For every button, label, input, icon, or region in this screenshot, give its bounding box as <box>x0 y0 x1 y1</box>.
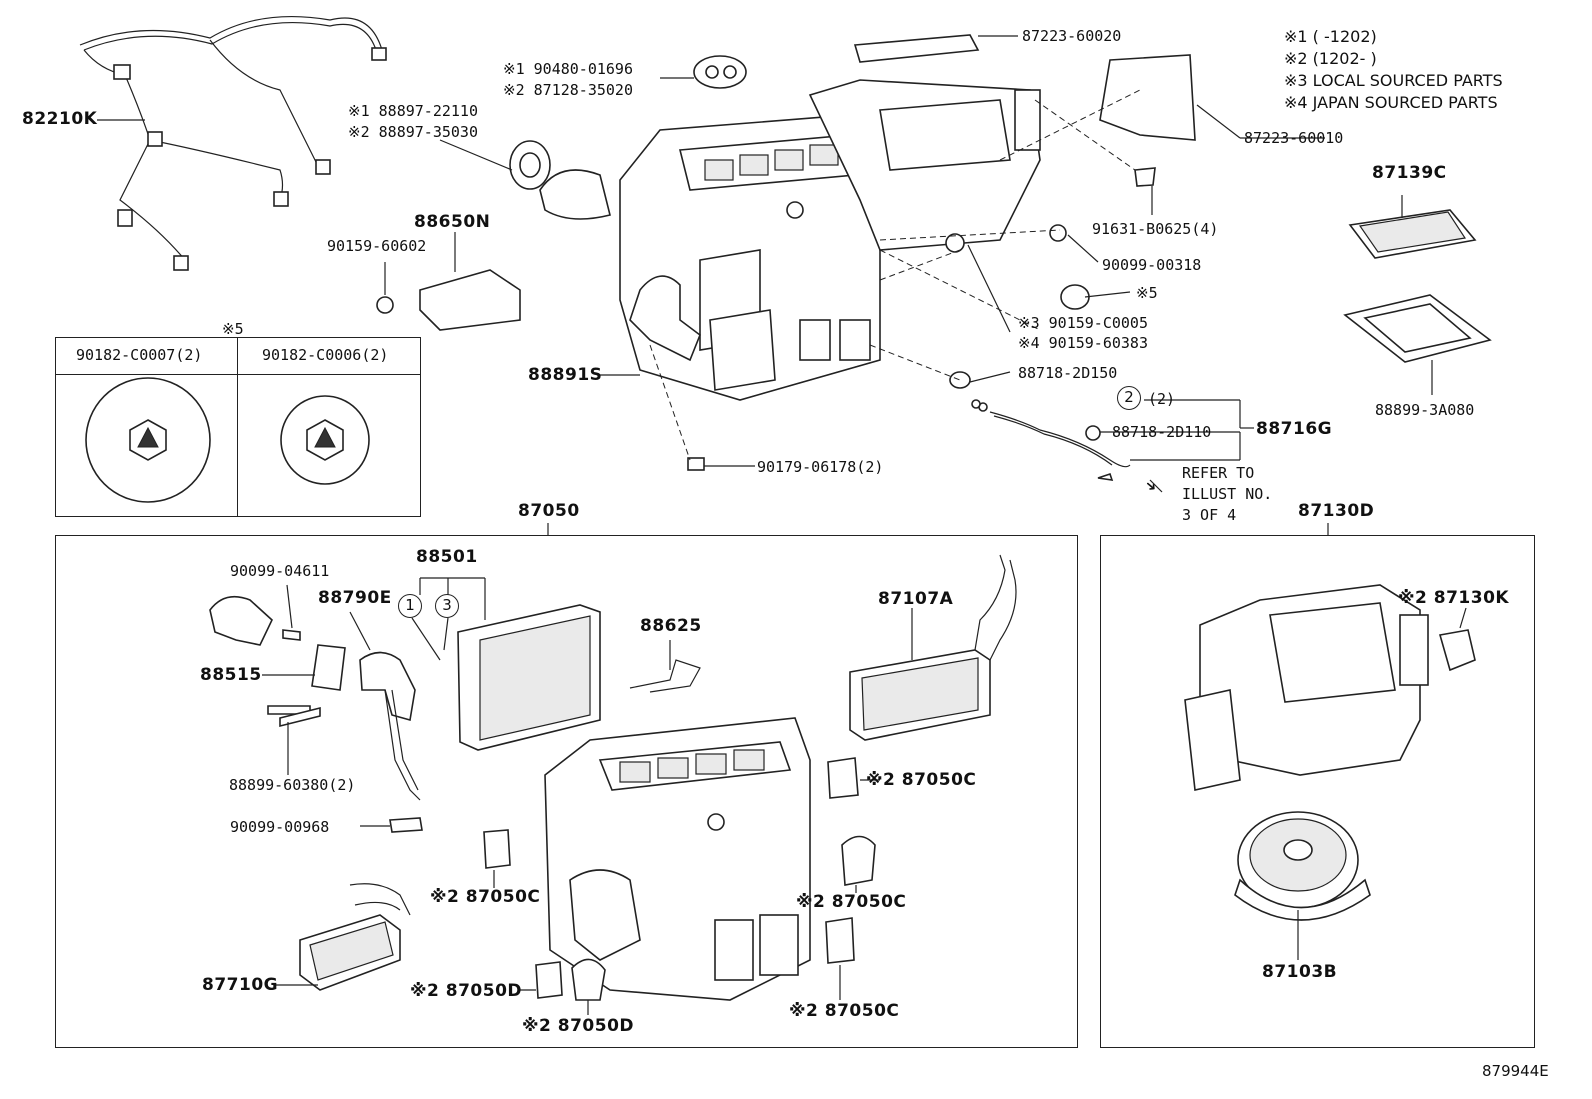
label-88515: 88515 <box>200 665 262 685</box>
label-88897-22110: ※1 88897-22110 <box>348 102 478 120</box>
label-90159-60383: ※4 90159-60383 <box>1018 334 1148 352</box>
label-88790e: 88790E <box>318 588 392 608</box>
label-88891s: 88891S <box>528 365 603 385</box>
main-assembly-box <box>55 535 1078 1048</box>
label-87130k: ※2 87130K <box>1398 588 1510 608</box>
assembly-dashed-lines <box>649 89 1141 461</box>
label-91631-b0625: 91631-B0625(4) <box>1092 220 1219 238</box>
legend-note-1: ※1 ( -1202) <box>1284 27 1377 46</box>
label-87050c-right-2: ※2 87050C <box>796 892 907 912</box>
leader-lines <box>97 35 1433 535</box>
label-87223-60020: 87223-60020 <box>1022 27 1122 45</box>
label-87107a: 87107A <box>878 589 954 609</box>
inset-nuts-box <box>55 337 421 517</box>
blower-box-artwork <box>1184 584 1476 960</box>
callout-circle-1: 1 <box>398 594 422 618</box>
label-circle2-qty: (2) <box>1148 390 1176 408</box>
label-87223-60010: 87223-60010 <box>1244 129 1344 147</box>
label-88718-2d110: 88718-2D110 <box>1112 423 1212 441</box>
label-88501: 88501 <box>416 547 478 567</box>
small-parts-top <box>376 55 1492 481</box>
label-88718-2d150: 88718-2D150 <box>1018 364 1118 382</box>
label-90159-60602: 90159-60602 <box>327 237 427 255</box>
label-87050d-a: ※2 87050D <box>410 981 523 1001</box>
label-88716g: 88716G <box>1256 419 1333 439</box>
callout-circle-3: 3 <box>435 594 459 618</box>
refer-text-3: 3 OF 4 <box>1182 506 1237 524</box>
blower-assembly-box <box>1100 535 1535 1048</box>
legend-note-3: ※3 LOCAL SOURCED PARTS <box>1284 71 1503 90</box>
label-87050c-right-3: ※2 87050C <box>789 1001 900 1021</box>
label-90099-00318: 90099-00318 <box>1102 256 1202 274</box>
label-star5: ※5 <box>1136 284 1158 302</box>
hvac-case-assembly <box>539 34 1196 401</box>
label-88899-60380: 88899-60380(2) <box>229 776 356 794</box>
wire-harness-82210k <box>79 16 387 271</box>
label-90159-c0005: ※3 90159-C0005 <box>1018 314 1148 332</box>
inset-title: ※5 <box>222 320 244 338</box>
label-90480-01696: ※1 90480-01696 <box>503 60 633 78</box>
label-87103b: 87103B <box>1262 962 1338 982</box>
inset-col2-label: 90182-C0006(2) <box>262 346 389 364</box>
refer-text-1: REFER TO <box>1182 464 1255 482</box>
legend-note-4: ※4 JAPAN SOURCED PARTS <box>1284 93 1498 112</box>
legend-note-2: ※2 (1202- ) <box>1284 49 1377 68</box>
label-88899-3a080: 88899-3A080 <box>1375 401 1475 419</box>
main-box-artwork <box>209 554 1017 1015</box>
label-88650n: 88650N <box>414 212 491 232</box>
label-87050d-b: ※2 87050D <box>522 1016 635 1036</box>
callout-circle-2: 2 <box>1117 386 1141 410</box>
label-87128-35020: ※2 87128-35020 <box>503 81 633 99</box>
label-87139c: 87139C <box>1372 163 1447 183</box>
main-box-title: 87050 <box>518 501 580 521</box>
label-87050c-left: ※2 87050C <box>430 887 541 907</box>
label-90099-00968: 90099-00968 <box>230 818 330 836</box>
label-88897-35030: ※2 88897-35030 <box>348 123 478 141</box>
refer-text-2: ILLUST NO. <box>1182 485 1273 503</box>
label-90099-04611: 90099-04611 <box>230 562 330 580</box>
illustration-code: 879944E <box>1482 1062 1549 1080</box>
label-87050c-right-1: ※2 87050C <box>866 770 977 790</box>
label-88625: 88625 <box>640 616 702 636</box>
inset-col1-label: 90182-C0007(2) <box>76 346 203 364</box>
label-87710g: 87710G <box>202 975 279 995</box>
blower-box-title: 87130D <box>1298 501 1375 521</box>
label-82210k: 82210K <box>22 109 98 129</box>
label-90179-06178: 90179-06178(2) <box>757 458 884 476</box>
inset-nuts <box>85 377 370 503</box>
